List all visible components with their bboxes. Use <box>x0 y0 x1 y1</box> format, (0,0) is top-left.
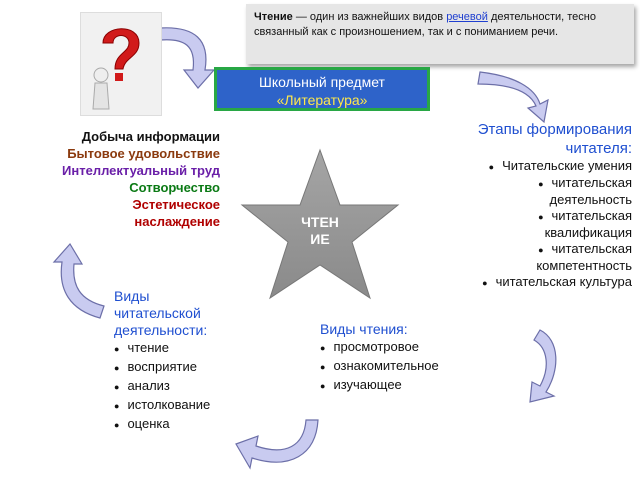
star-shape <box>240 148 400 300</box>
stage-item: ●Читательские умения <box>488 158 632 173</box>
question-mark-icon <box>92 28 140 110</box>
arrow-left <box>52 242 105 319</box>
definition-text-1: — один из важнейших видов <box>292 11 447 23</box>
benefits-list: Добыча информации Бытовое удовольствие И… <box>14 128 220 230</box>
kind-item: ●оценка <box>114 416 170 431</box>
stages-title-1: Этапы формирования <box>477 121 632 138</box>
center-label-line-1: ЧТЕН <box>301 214 339 230</box>
subject-line-1: Школьный предмет <box>259 74 385 90</box>
subject-box: Школьный предмет «Литература» <box>214 67 430 111</box>
arrow-top-right <box>477 71 549 124</box>
stage-item: ●читательская культура <box>482 274 632 289</box>
kinds-title-3: деятельности: <box>114 322 208 338</box>
center-label-line-2: ИЕ <box>310 231 330 247</box>
definition-link[interactable]: речевой <box>446 11 488 23</box>
benefit-item: Бытовое удовольствие <box>67 146 220 161</box>
type-item: ●изучающее <box>320 377 402 392</box>
stage-item: ●читательская <box>538 241 632 256</box>
center-label: ЧТЕН ИЕ <box>280 214 360 248</box>
stage-item-cont: деятельность <box>549 192 632 207</box>
benefit-item: Эстетическое <box>132 197 220 212</box>
benefit-item: Добыча информации <box>81 129 220 144</box>
type-item: ●ознакомительное <box>320 358 439 373</box>
subject-line-2: «Литература» <box>276 92 368 108</box>
reading-activity-kinds: Виды читательской деятельности: ●чтение … <box>114 288 274 434</box>
kind-item: ●восприятие <box>114 359 197 374</box>
arrow-right <box>529 329 557 403</box>
benefit-item: наслаждение <box>134 214 220 229</box>
types-title: Виды чтения: <box>320 321 408 337</box>
benefit-item: Интеллектуальный труд <box>62 163 220 178</box>
benefit-item: Сотворчество <box>129 180 220 195</box>
stages-title-2: читателя: <box>565 140 633 157</box>
kinds-title-1: Виды <box>114 288 150 304</box>
definition-text-2: деятельности, тесно связанный как с прои… <box>254 11 596 38</box>
reader-stages: Этапы формирования читателя: ●Читательск… <box>380 120 632 291</box>
kind-item: ●истолкование <box>114 397 211 412</box>
type-item: ●просмотровое <box>320 339 419 354</box>
stage-item: ●читательская <box>538 208 632 223</box>
stage-item-cont: компетентность <box>536 258 632 273</box>
reading-types: Виды чтения: ●просмотровое ●ознакомитель… <box>320 320 520 395</box>
definition-box: Чтение — один из важнейших видов речевой… <box>246 4 634 64</box>
kind-item: ●анализ <box>114 378 170 393</box>
definition-term: Чтение <box>254 11 293 23</box>
arrow-bottom <box>235 419 319 470</box>
stage-item-cont: квалификация <box>544 225 632 240</box>
question-figure-image <box>80 12 162 116</box>
stage-item: ●читательская <box>538 175 632 190</box>
arrow-top-left <box>159 27 216 89</box>
kinds-title-2: читательской <box>114 305 201 321</box>
kind-item: ●чтение <box>114 340 169 355</box>
